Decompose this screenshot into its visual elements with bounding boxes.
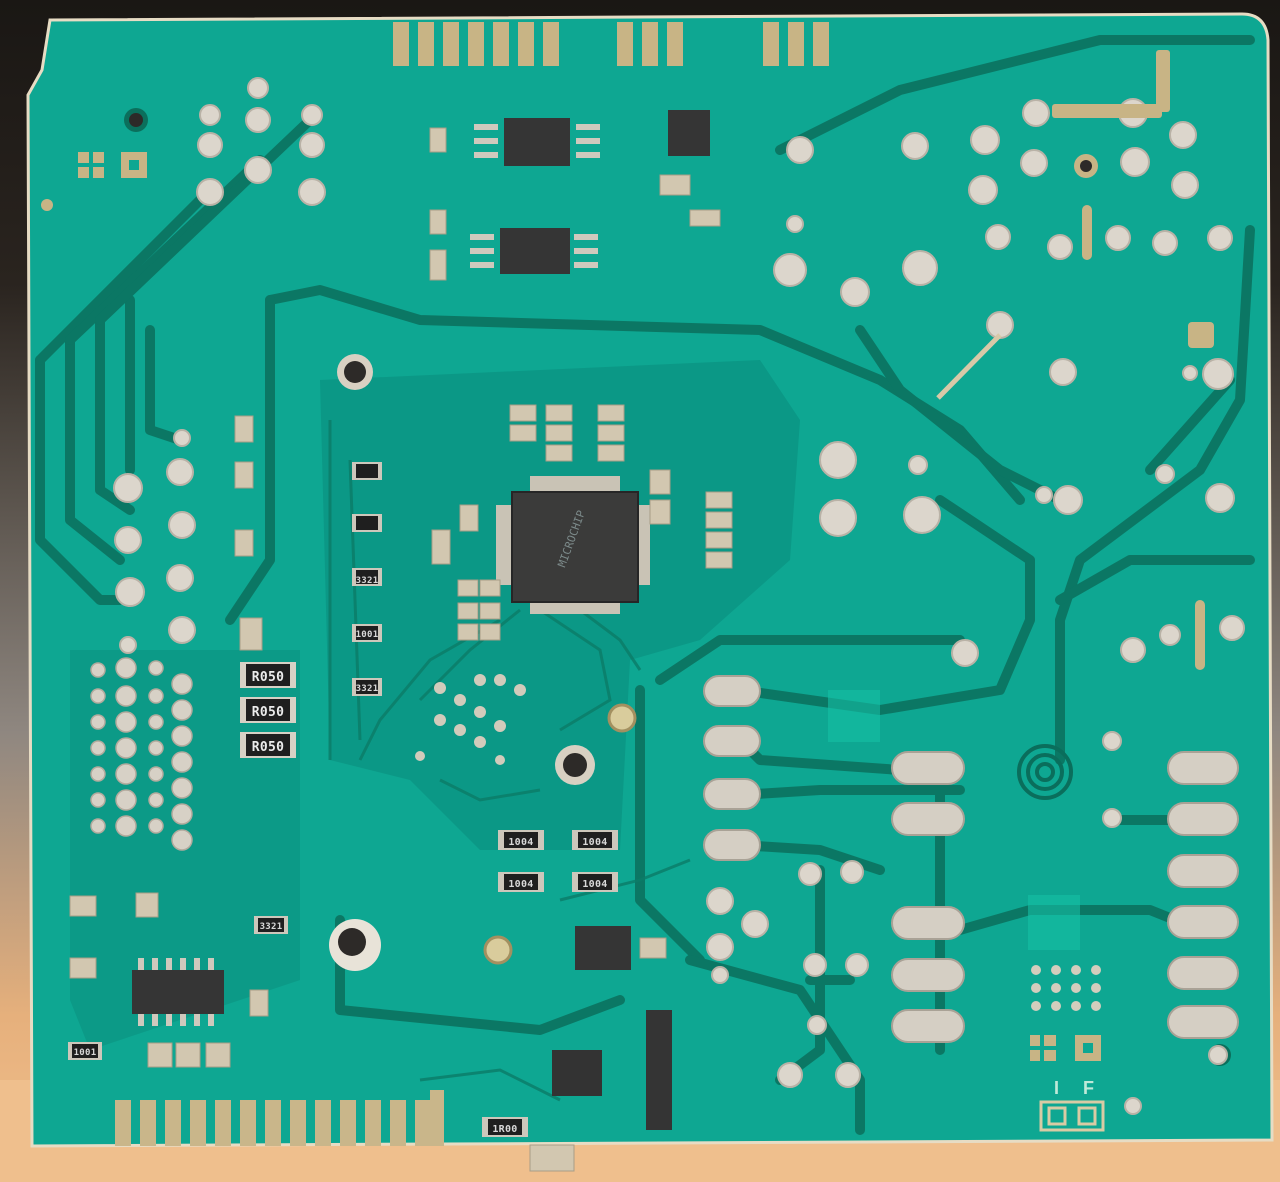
solder-joints — [113, 77, 1245, 1115]
copper-traces — [35, 35, 1255, 1135]
resistor-label-3: R050 — [252, 740, 285, 755]
smd-label-1r00: 1R00 — [492, 1124, 517, 1135]
jumper-label-f: F — [1083, 1078, 1094, 1098]
microcontroller: MICROCHIP — [496, 476, 650, 614]
smd-label-1004-a: 1004 — [508, 837, 533, 848]
gold-pad — [607, 703, 637, 733]
smd-label-3321-b: 3321 — [356, 684, 379, 694]
pin-array-left — [90, 657, 193, 851]
soic-chips — [132, 110, 710, 1130]
test-pads-top-left — [41, 152, 147, 211]
smd-resistors — [68, 462, 618, 1137]
slot-hole-inner — [1080, 160, 1092, 172]
smd-capacitors — [69, 127, 733, 1172]
edge-connector-top — [393, 22, 829, 66]
smd-label-1001-a: 1001 — [356, 630, 379, 640]
ground-symbol — [1017, 744, 1073, 800]
gold-pad-2 — [483, 935, 513, 965]
shunt-resistors — [240, 662, 296, 758]
smd-label-1004-c: 1004 — [508, 879, 533, 890]
test-pads-bottom-right — [1030, 1035, 1101, 1061]
smd-label-3321-a: 3321 — [356, 576, 379, 586]
oval-pads — [703, 675, 1239, 1043]
mask-patch-2 — [1028, 895, 1080, 950]
smd-label-3321-c: 3321 — [260, 922, 283, 932]
smd-label-1001-b: 1001 — [74, 1048, 97, 1058]
resistor-label-2: R050 — [252, 705, 285, 720]
smd-label-1004-d: 1004 — [582, 879, 607, 890]
vias — [415, 674, 526, 765]
resistor-label-1: R050 — [252, 670, 285, 685]
via-grid — [1031, 965, 1101, 1011]
mask-patch — [828, 690, 880, 742]
jumper-label-i: I — [1054, 1078, 1059, 1098]
jumper-wire — [936, 333, 1002, 400]
if-jumper-pads — [1039, 1100, 1105, 1132]
slots — [1052, 50, 1214, 670]
edge-connector-bottom — [115, 1090, 444, 1146]
smd-label-1004-b: 1004 — [582, 837, 607, 848]
